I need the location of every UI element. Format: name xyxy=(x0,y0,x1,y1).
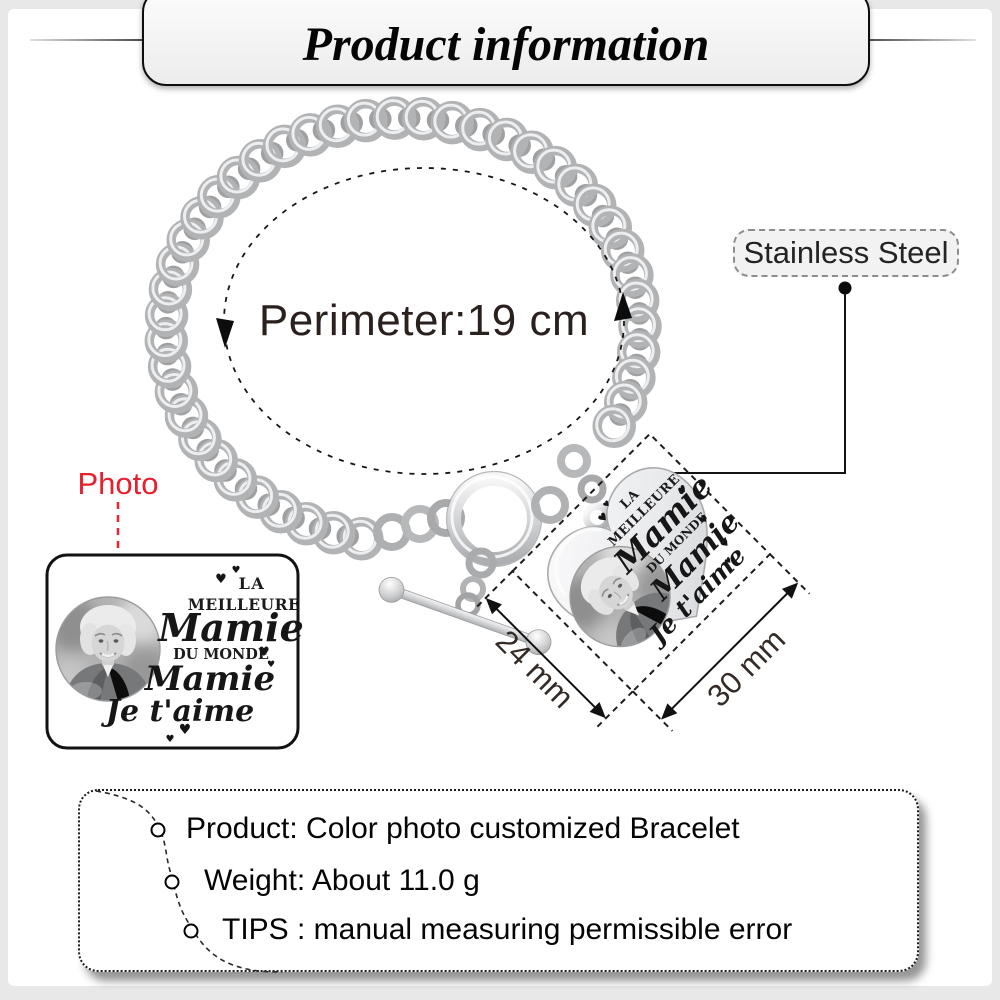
spec-weight: Weight: About 11.0 g xyxy=(204,864,480,897)
title-banner: Product information xyxy=(142,0,870,86)
perimeter-label: Perimeter:19 cm xyxy=(258,296,590,345)
spec-tips: TIPS : manual measuring permissible erro… xyxy=(222,913,793,946)
material-label: Stainless Steel xyxy=(743,235,949,270)
spec-product: Product: Color photo customized Bracelet xyxy=(186,812,740,845)
title-rule-left xyxy=(30,39,142,41)
material-badge: Stainless Steel xyxy=(733,229,959,277)
photo-callout-label: Photo xyxy=(77,466,159,501)
title-rule-right xyxy=(866,39,976,41)
page-title: Product information xyxy=(302,18,710,71)
